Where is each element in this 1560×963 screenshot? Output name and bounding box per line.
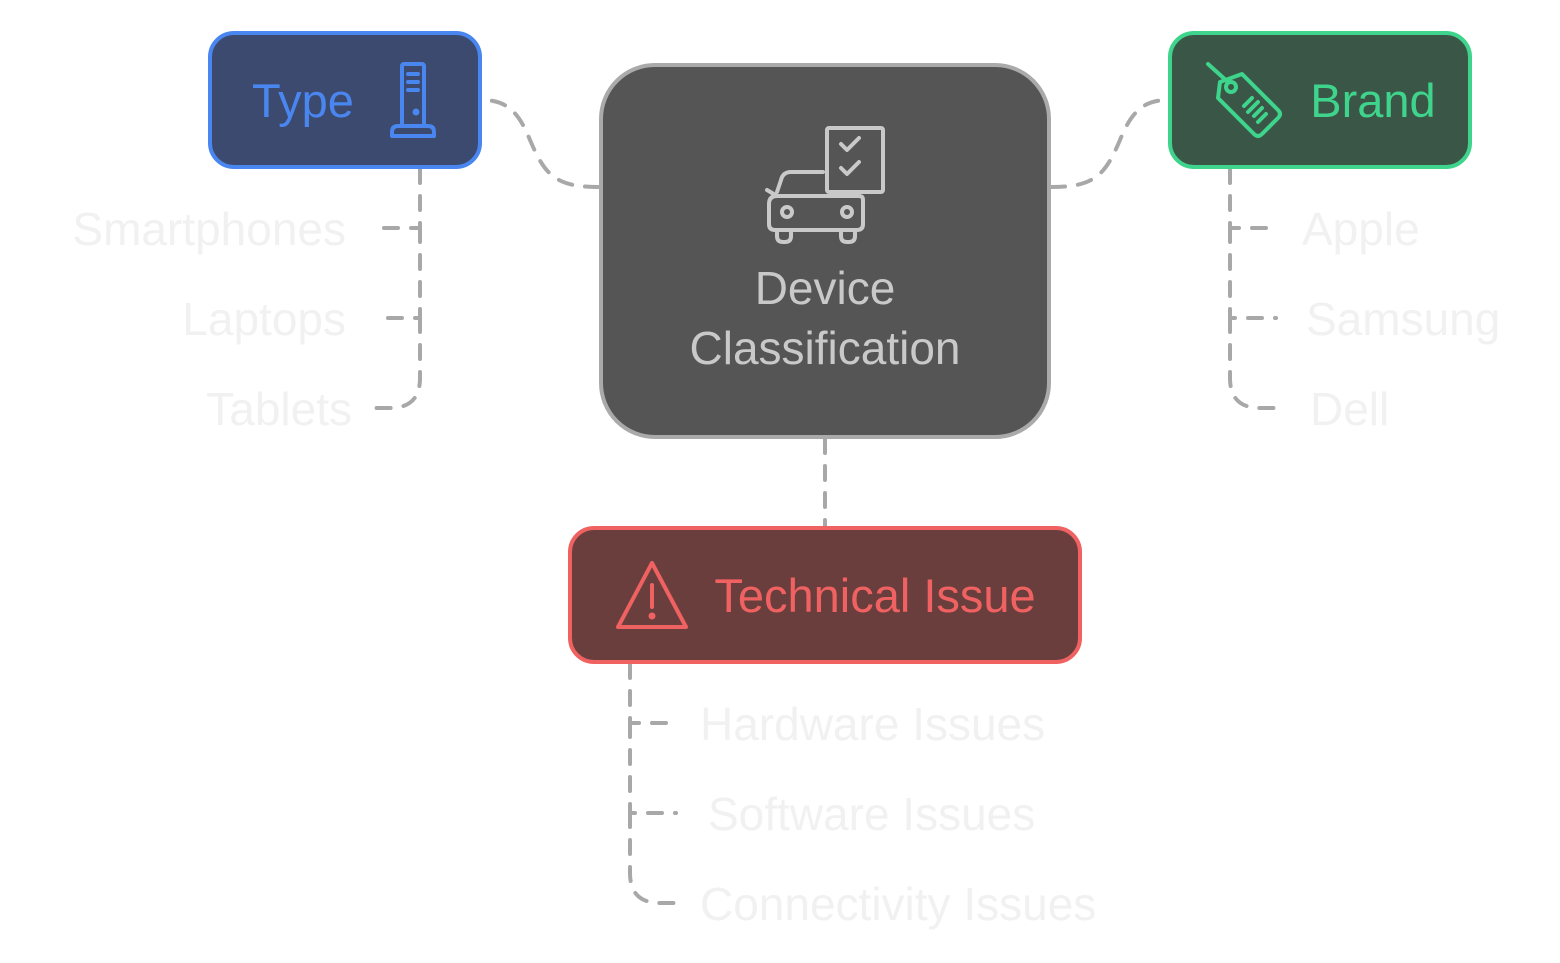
brand-leaf-dell: Dell: [1310, 383, 1390, 435]
type-node-label: Type: [252, 73, 354, 127]
warning-triangle-icon: [616, 561, 689, 629]
device-classification-title: Device Classification: [690, 258, 961, 378]
connector-brand-dell: [1228, 316, 1278, 410]
brand-leaf-apple: Apple: [1302, 203, 1420, 255]
center-title-line-1: Device: [754, 262, 896, 314]
connector-issue-connectivity: [628, 811, 678, 905]
tower-pc-icon: [389, 62, 436, 138]
connector-type-smartphones: [374, 167, 422, 230]
brand-node-label: Brand: [1310, 73, 1436, 127]
connector-center-type: [480, 98, 601, 189]
issue-leaf-software: Software Issues: [708, 788, 1036, 840]
center-title-line-2: Classification: [689, 322, 961, 374]
vehicle-checklist-icon: [765, 126, 885, 244]
connector-type-tablets: [372, 316, 422, 410]
device-classification-node[interactable]: Device Classification: [599, 63, 1051, 439]
connector-brand-samsung: [1228, 226, 1278, 320]
issue-leaf-connectivity: Connectivity Issues: [700, 878, 1097, 930]
technical-issue-node[interactable]: Technical Issue: [568, 526, 1082, 664]
type-leaf-laptops: Laptops: [182, 293, 346, 345]
type-leaf-tablets: Tablets: [206, 383, 352, 435]
brand-leaf-samsung: Samsung: [1306, 293, 1501, 345]
connector-type-laptops: [374, 226, 422, 320]
issue-leaf-hardware: Hardware Issues: [700, 698, 1046, 750]
connector-issue-hardware: [628, 662, 678, 725]
brand-node[interactable]: Brand: [1168, 31, 1472, 169]
connector-issue-software: [628, 721, 678, 815]
technical-issue-node-label: Technical Issue: [714, 568, 1036, 622]
type-node[interactable]: Type: [208, 31, 482, 169]
connector-center-brand: [1049, 98, 1170, 189]
connector-brand-apple: [1228, 167, 1278, 230]
type-leaf-smartphones: Smartphones: [72, 203, 346, 255]
price-tag-icon: [1206, 62, 1283, 138]
